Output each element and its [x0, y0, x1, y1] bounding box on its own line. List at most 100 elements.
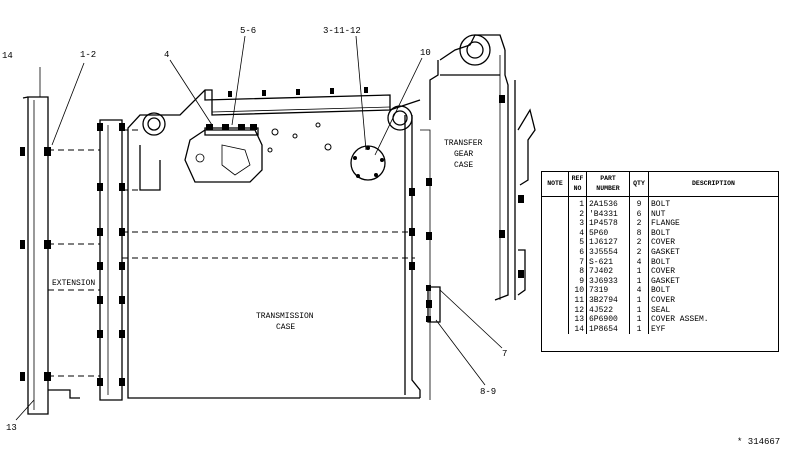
table-header-row: NOTE REF NO PART NUMBER QTY DESCRIPTION	[542, 172, 778, 197]
callout-14: 14	[2, 51, 13, 61]
part-number-cell: 2A1536	[586, 196, 630, 210]
header-note-text: NOTE	[547, 180, 563, 188]
qty-cell: 1	[629, 295, 649, 306]
qty-cell: 2	[629, 247, 649, 258]
transfer-label-line2: GEAR	[454, 150, 473, 159]
description-cell: BOLT	[651, 257, 671, 267]
part-number-cell: 4J522	[586, 305, 630, 316]
header-ref-line1: REF	[571, 175, 584, 183]
ref-cell: 6	[568, 247, 587, 258]
note-cell	[542, 276, 569, 287]
qty-cell: 4	[629, 286, 649, 296]
note-cell	[542, 247, 569, 258]
description-cell: COVER	[651, 238, 676, 248]
part-number-cell: 7319	[586, 286, 630, 296]
flange-cover	[350, 145, 386, 181]
description-cell: GASKET	[651, 276, 680, 286]
part-number-cell: S-621	[586, 257, 630, 268]
transfer-label-line1: TRANSFER	[444, 139, 483, 148]
part-number-cell: 1P4578	[586, 219, 630, 229]
qty-cell: 1	[629, 305, 649, 316]
note-cell	[542, 315, 569, 325]
drawing-reference-number: * 314667	[737, 437, 781, 447]
callout-3-11-12: 3-11-12	[323, 26, 361, 36]
note-cell	[542, 238, 569, 248]
qty-cell: 1	[629, 324, 649, 335]
transmission-case	[127, 87, 432, 400]
description-cell: COVER	[651, 267, 676, 277]
note-cell	[542, 219, 569, 229]
header-part-number: PART NUMBER	[586, 172, 630, 197]
leader-lines	[15, 35, 503, 421]
extension-label: EXTENSION	[52, 279, 95, 288]
qty-cell: 8	[629, 228, 649, 239]
part-number-cell: 1P8654	[586, 324, 630, 335]
callout-5-6: 5-6	[240, 26, 256, 36]
transfer-gear-case	[429, 34, 536, 301]
description-cell: GASKET	[651, 247, 680, 257]
qty-cell: 1	[629, 267, 649, 277]
ref-cell: 1	[568, 196, 587, 210]
note-cell	[542, 286, 569, 296]
description-cell: EYF	[651, 324, 666, 334]
qty-cell: 1	[629, 276, 649, 287]
note-cell	[542, 196, 569, 210]
note-cell	[542, 305, 569, 316]
callout-7: 7	[502, 349, 507, 359]
note-cell	[542, 257, 569, 268]
top-cover-assembly	[184, 124, 263, 183]
callout-13: 13	[6, 423, 17, 433]
header-ref-line2: NO	[573, 185, 582, 192]
header-note: NOTE	[542, 172, 569, 197]
part-number-cell: 7J402	[586, 267, 630, 277]
qty-cell: 1	[629, 315, 649, 325]
ref-cell: 12	[568, 305, 587, 316]
ref-cell: 10	[568, 286, 587, 296]
description-cell: COVER ASSEM.	[651, 315, 709, 325]
callout-8-9: 8-9	[480, 387, 496, 397]
transmission-label-line1: TRANSMISSION	[256, 312, 314, 321]
plate-bolts	[20, 147, 51, 381]
part-number-cell: 6P6900	[586, 315, 630, 325]
part-number-cell: 1J6127	[586, 238, 630, 248]
note-cell	[542, 228, 569, 239]
description-cell: BOLT	[651, 200, 671, 209]
header-qty: QTY	[629, 172, 649, 197]
ref-cell: 2	[568, 209, 587, 220]
ref-cell: 11	[568, 295, 587, 306]
ref-cell: 14	[568, 324, 587, 335]
note-cell	[542, 295, 569, 306]
ref-cell: 13	[568, 315, 587, 325]
qty-cell: 2	[629, 238, 649, 248]
qty-cell: 9	[629, 196, 649, 210]
part-number-cell: 5P60	[586, 228, 630, 239]
transfer-label-line3: CASE	[454, 161, 473, 170]
note-cell	[542, 324, 569, 335]
transmission-label-line2: CASE	[276, 323, 295, 332]
ref-cell: 5	[568, 238, 587, 248]
ref-cell: 4	[568, 228, 587, 239]
description-cell: FLANGE	[651, 219, 680, 229]
header-description: DESCRIPTION	[648, 172, 778, 197]
header-part-line1: PART	[600, 175, 616, 183]
description-cell: COVER	[651, 295, 676, 305]
description-cell: NUT	[651, 209, 666, 219]
header-part-line2: NUMBER	[596, 185, 620, 192]
qty-cell: 6	[629, 209, 649, 220]
